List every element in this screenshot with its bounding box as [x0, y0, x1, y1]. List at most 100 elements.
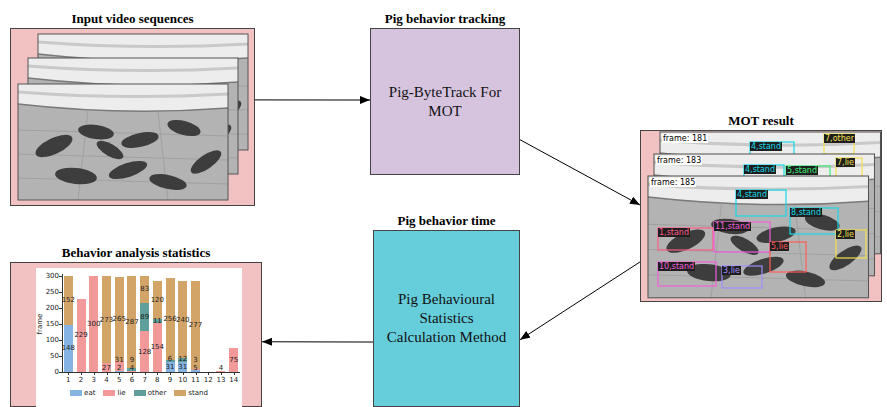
- tick-mark: [145, 372, 146, 375]
- image-panel: Input video sequences: [10, 28, 255, 206]
- tick-mark: [59, 324, 62, 325]
- heading: Pig behavior time: [398, 213, 496, 228]
- track-label: 10,stand: [658, 262, 695, 271]
- bar-value: 31: [178, 363, 187, 371]
- heading: Behavior analysis statistics: [62, 245, 211, 260]
- box-text: Pig-ByteTrack For MOT: [371, 83, 519, 121]
- tick-label: 7: [142, 376, 146, 384]
- tick-label: 4: [104, 376, 108, 384]
- video-frame: [18, 84, 228, 200]
- track-label: 4,stand: [736, 190, 768, 199]
- arrow-connector: [262, 341, 373, 342]
- tick-mark: [59, 308, 62, 309]
- legend-item: stand: [174, 389, 208, 397]
- bar-value: 229: [74, 331, 87, 339]
- bar-value: 2: [117, 364, 121, 372]
- tick-label: 8: [155, 376, 159, 384]
- track-label: 3,lie: [722, 266, 741, 275]
- tick-label: 6: [130, 376, 134, 384]
- bar-value: 9: [130, 356, 134, 364]
- tick-label: 0: [55, 368, 59, 376]
- tick-mark: [183, 372, 184, 375]
- track-label: 5,stand: [786, 166, 818, 175]
- tick-label: 3: [92, 376, 96, 384]
- legend-item: other: [134, 389, 167, 397]
- bar-value: 287: [125, 318, 138, 326]
- bar-value: 277: [189, 321, 202, 329]
- legend-swatch: [70, 390, 82, 396]
- track-label: 4,stand: [750, 142, 782, 151]
- frame-number: frame: 183: [656, 156, 702, 165]
- tick-label: 300: [46, 272, 59, 280]
- bar-value: 5: [193, 364, 197, 372]
- bar-value: 75: [229, 356, 238, 364]
- tick-label: 1: [66, 376, 70, 384]
- legend-item: lie: [103, 389, 125, 397]
- legend-swatch: [103, 390, 115, 396]
- process-box: Pig behavior timePig Behavioural Statist…: [373, 230, 520, 407]
- frame-number: frame: 185: [650, 178, 696, 187]
- track-label: 11,stand: [714, 222, 751, 231]
- bar-value: 27: [102, 364, 111, 372]
- tick-label: 9: [168, 376, 172, 384]
- tick-label: 250: [46, 288, 59, 296]
- tick-label: 13: [216, 376, 225, 384]
- legend-text: stand: [188, 389, 208, 397]
- track-label: 2,lie: [836, 230, 855, 239]
- bar-value: 120: [151, 296, 164, 304]
- x-axis: [62, 372, 240, 373]
- tick-label: 12: [204, 376, 213, 384]
- bar-value: 152: [62, 296, 75, 304]
- tick-label: 11: [191, 376, 200, 384]
- bar-chart: 300250200150100500frame12345678910111213…: [36, 268, 242, 407]
- bar-value: 256: [163, 315, 176, 323]
- tick-label: 10: [178, 376, 187, 384]
- legend-text: eat: [84, 389, 95, 397]
- track-label: 1,stand: [658, 228, 690, 237]
- track-label: 4,stand: [744, 165, 776, 174]
- arrow-connector: [520, 262, 640, 340]
- track-boxes: [658, 190, 866, 288]
- bar-value: 11: [153, 317, 162, 325]
- tick-label: 5: [117, 376, 121, 384]
- bar-value: 4: [130, 364, 134, 372]
- tick-label: 50: [50, 352, 59, 360]
- tick-label: 2: [79, 376, 83, 384]
- bar-value: 265: [113, 315, 126, 323]
- tick-label: 100: [46, 336, 59, 344]
- tick-mark: [59, 372, 62, 373]
- bar-value: 4: [219, 364, 223, 372]
- tick-mark: [221, 372, 222, 375]
- tick-mark: [196, 372, 197, 375]
- bar-value: 300: [87, 320, 100, 328]
- bar-value: 12: [178, 355, 187, 363]
- bar-value: 31: [166, 363, 175, 371]
- arrow-connector: [255, 99, 370, 100]
- bar-value: 3: [193, 356, 197, 364]
- track-label: 8,stand: [790, 208, 822, 217]
- tick-label: 200: [46, 304, 59, 312]
- heading: MOT result: [728, 113, 794, 128]
- tick-mark: [59, 276, 62, 277]
- legend-swatch: [174, 390, 186, 396]
- y-axis: [62, 274, 63, 373]
- tick-mark: [208, 372, 209, 375]
- tick-mark: [59, 340, 62, 341]
- legend-swatch: [134, 390, 146, 396]
- tick-mark: [234, 372, 235, 375]
- legend-text: lie: [117, 389, 125, 397]
- tick-label: 150: [46, 320, 59, 328]
- panel-ground: [10, 262, 262, 407]
- bar-value: 240: [176, 316, 189, 324]
- process-box: Pig behavior trackingPig-ByteTrack For M…: [370, 28, 520, 175]
- tick-mark: [59, 292, 62, 293]
- frame-number: frame: 181: [662, 134, 708, 143]
- tick-mark: [107, 372, 108, 375]
- bar-value: 273: [100, 316, 113, 324]
- track-label: 7,other: [824, 134, 855, 143]
- chart-panel: Behavior analysis statistics300250200150…: [10, 262, 262, 407]
- track-label: 7,lie: [836, 158, 855, 167]
- tick-mark: [81, 372, 82, 375]
- bar-value: 128: [138, 348, 151, 356]
- legend-text: other: [148, 389, 167, 397]
